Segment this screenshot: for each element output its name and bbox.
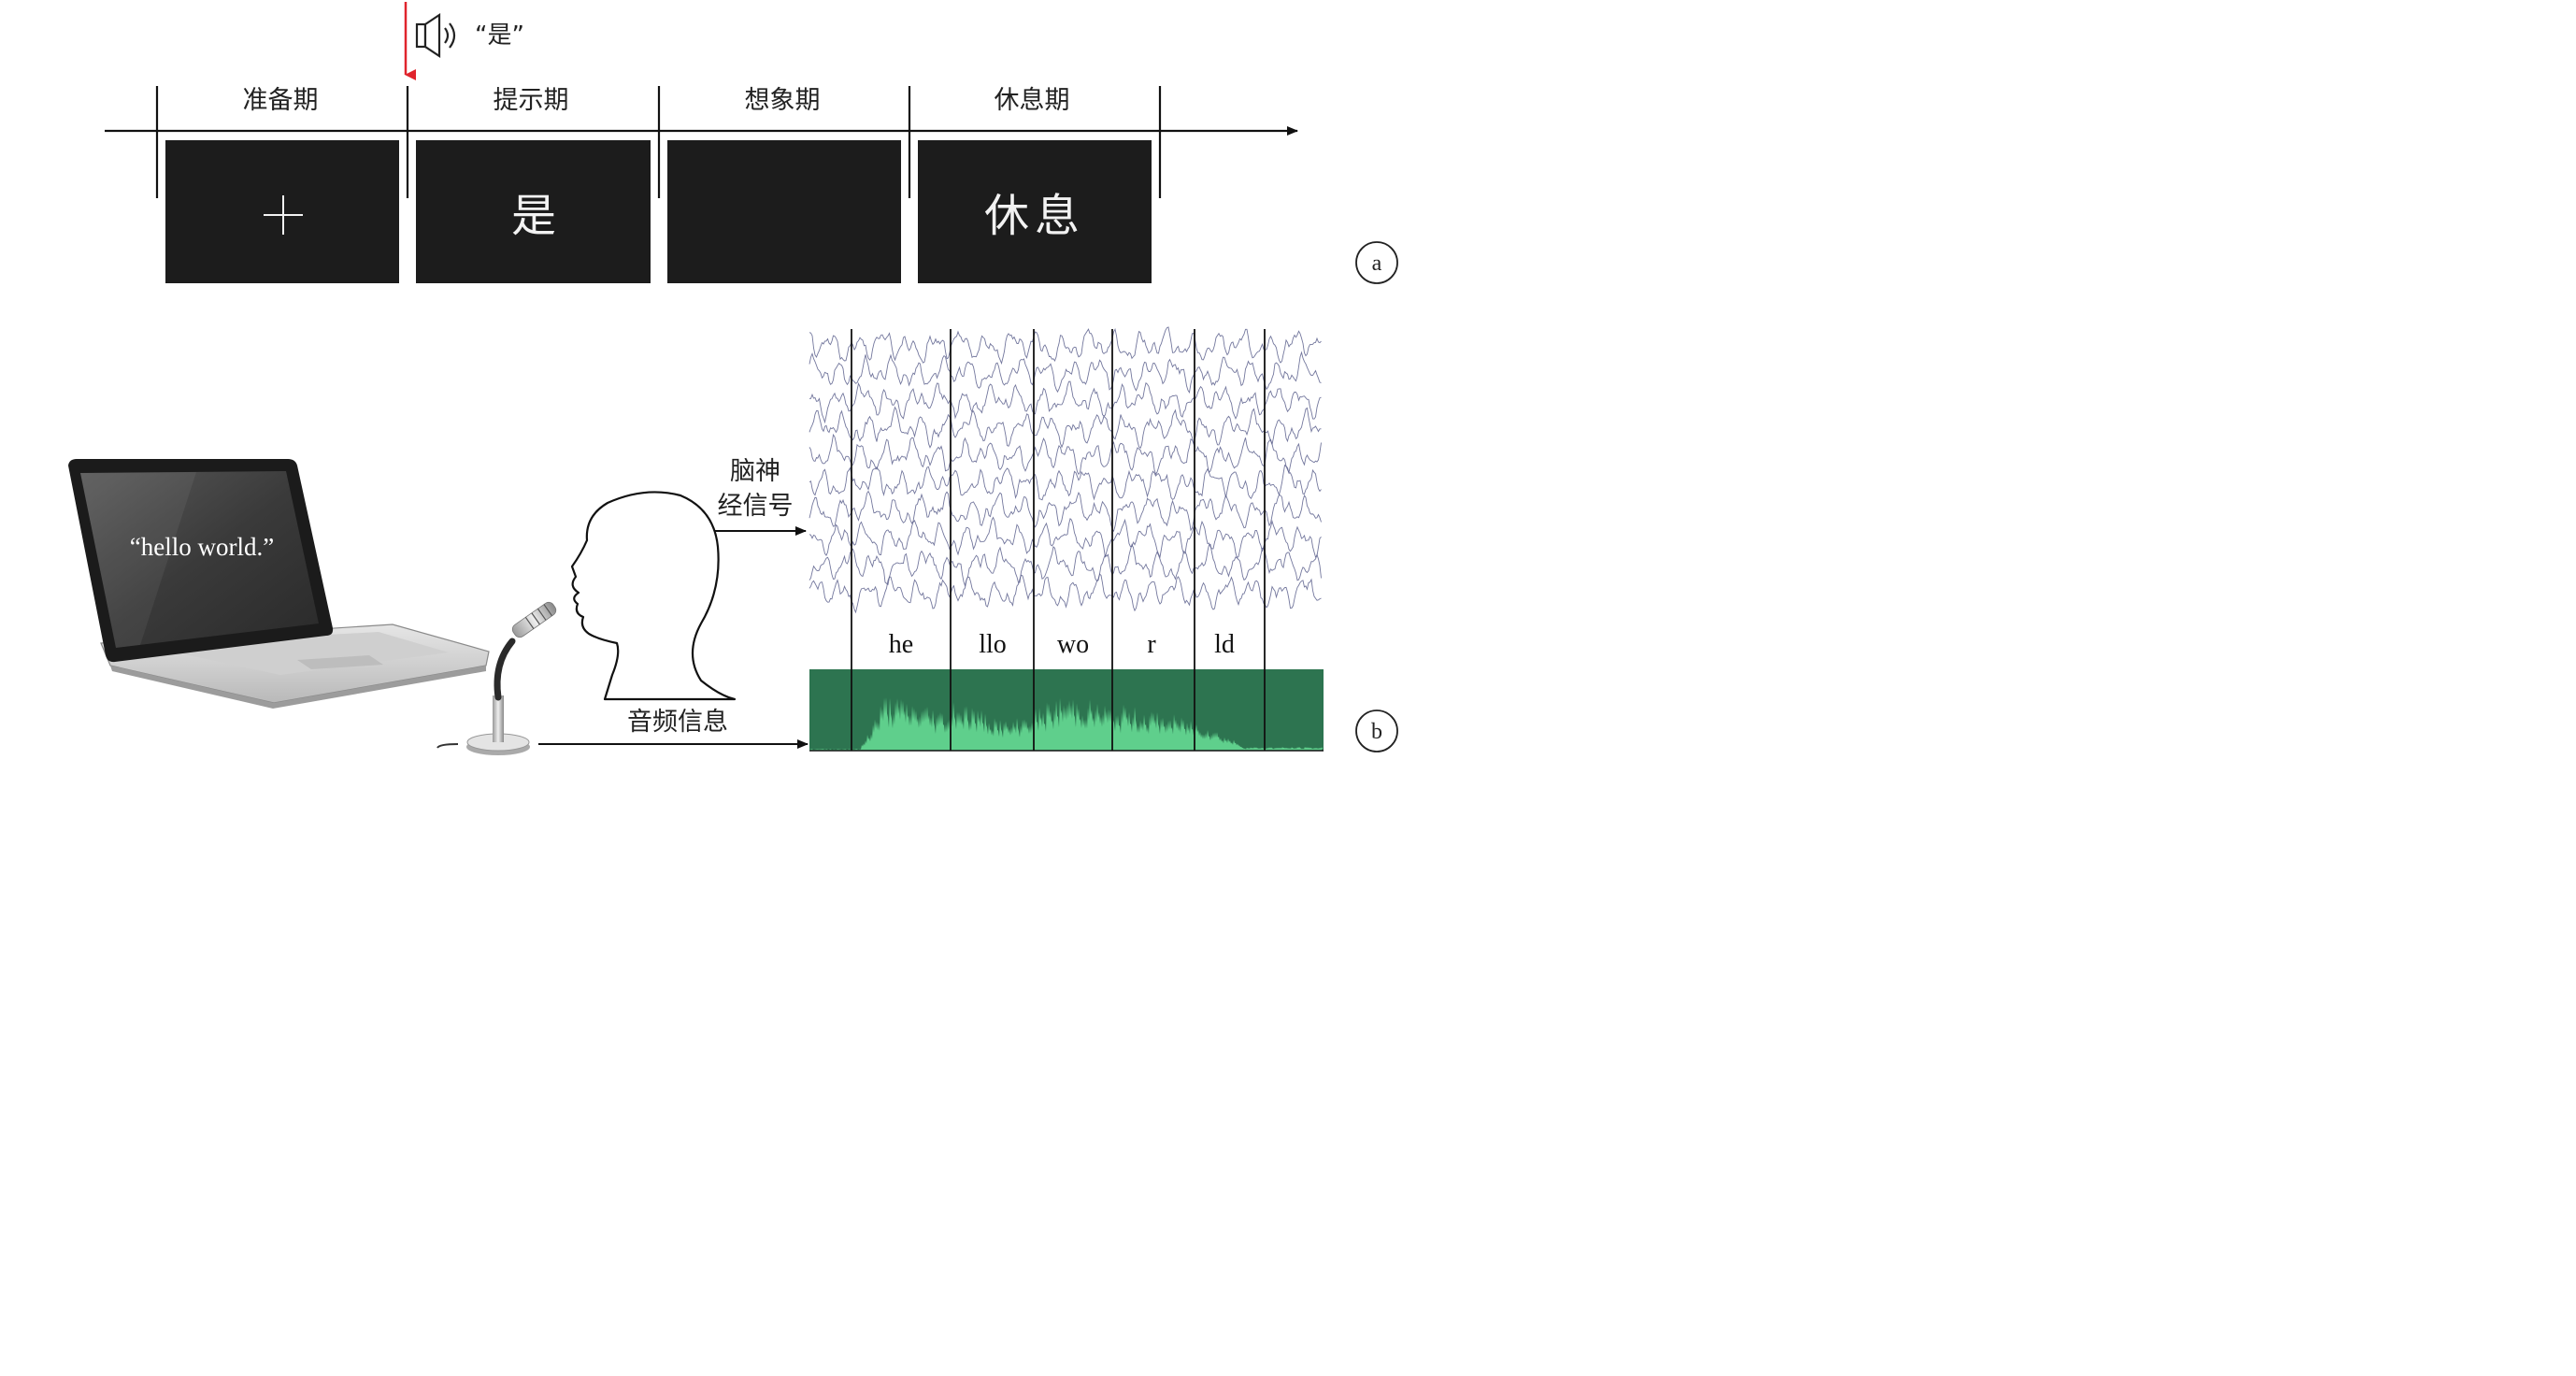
screen-imagine: [667, 140, 901, 283]
panel-label-a: a: [1372, 251, 1382, 276]
eeg-trace: [809, 490, 1322, 533]
neural-signal-label-line1: 脑神: [730, 457, 780, 486]
eeg-trace: [809, 351, 1322, 394]
panel-a: 准备期 提示期 想象期 休息期 是 休息 “是” a: [105, 2, 1398, 284]
screen-rest: [918, 140, 1152, 283]
panel-label-a-circle: [1355, 241, 1398, 284]
segment-label-ld: ld: [1214, 630, 1235, 659]
eeg-trace: [809, 516, 1322, 559]
screen-cue: [416, 140, 651, 283]
eeg-trace: [809, 573, 1322, 614]
phase-label-prepare: 准备期: [243, 86, 319, 115]
panel-label-b-circle: [1355, 710, 1398, 752]
audio-waveform-block: [809, 669, 1324, 752]
eeg-trace: [809, 326, 1322, 366]
phase-label-rest: 休息期: [995, 86, 1070, 115]
figure-canvas: 准备期 提示期 想象期 休息期 是 休息 “是” a: [68, 2, 1398, 755]
eeg-trace: [809, 464, 1322, 501]
panel-label-b: b: [1371, 720, 1382, 744]
eeg-trace: [809, 433, 1322, 476]
speaker-icon: [415, 12, 456, 59]
segment-label-wo: wo: [1057, 630, 1089, 659]
segment-label-r: r: [1147, 630, 1156, 659]
neural-signal-label-line2: 经信号: [718, 492, 794, 521]
laptop-screen-text: “hello world.”: [130, 533, 274, 561]
segment-label-he: he: [889, 630, 913, 659]
eeg-trace: [809, 543, 1322, 588]
eeg-trace: [809, 406, 1322, 450]
eeg-trace: [809, 380, 1322, 424]
eeg-signal-block: [809, 326, 1322, 614]
head-icon: [570, 491, 737, 701]
cue-audio-text: “是”: [475, 22, 524, 50]
phase-label-cue: 提示期: [494, 86, 569, 115]
fixation-cross-icon: [264, 195, 303, 235]
timeline-ticks: [155, 86, 1162, 198]
segment-boundaries: [851, 329, 1266, 751]
screen-rest-text: 休息: [984, 190, 1085, 242]
phase-label-imagine: 想象期: [745, 86, 821, 115]
screen-cue-text: 是: [511, 190, 556, 242]
audio-info-label: 音频信息: [627, 708, 728, 737]
laptop-icon: “hello world.”: [68, 459, 490, 709]
segment-label-llo: llo: [979, 630, 1007, 659]
microphone-icon: [436, 601, 557, 755]
eeg-traces: [809, 326, 1322, 614]
panel-b: “hello world.” 脑神 经信号 音频信息: [68, 326, 1398, 755]
